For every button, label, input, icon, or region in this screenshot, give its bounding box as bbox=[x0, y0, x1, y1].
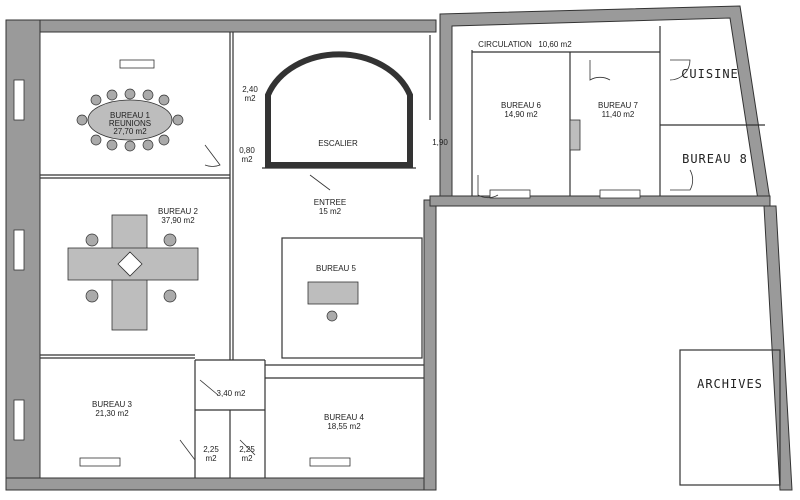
bureau3-name: BUREAU 3 bbox=[92, 400, 133, 409]
desk-bureau7 bbox=[569, 119, 581, 151]
desk-cluster bbox=[67, 214, 199, 331]
bureau6-name: BUREAU 6 bbox=[501, 101, 542, 110]
bureau7-area: 11,40 m2 bbox=[602, 110, 635, 119]
wc2-unit: m2 bbox=[205, 454, 217, 463]
placard-unit: m2 bbox=[241, 155, 253, 164]
archives-name: ARCHIVES bbox=[697, 377, 763, 391]
meeting-table bbox=[76, 88, 184, 152]
bureau8-name: BUREAU 8 bbox=[682, 152, 748, 166]
bureau4-name: BUREAU 4 bbox=[324, 413, 365, 422]
bureau2-name: BUREAU 2 bbox=[158, 207, 199, 216]
wc4-area: 1,90 bbox=[432, 138, 448, 147]
desk-bureau5 bbox=[307, 281, 359, 322]
wc1-area: 2,40 bbox=[242, 85, 258, 94]
bureau1-name: BUREAU 1 bbox=[110, 111, 151, 120]
entree-name: ENTREE bbox=[314, 198, 346, 207]
circulation-area: 10,60 m2 bbox=[538, 40, 572, 49]
bureau1-area: 27,70 m2 bbox=[113, 127, 147, 136]
entree-area: 15 m2 bbox=[319, 207, 342, 216]
bureau5-name: BUREAU 5 bbox=[316, 264, 357, 273]
bureau1-subtitle: REUNIONS bbox=[109, 119, 151, 128]
room-labels: BUREAU 1 REUNIONS 27,70 m2 BUREAU 2 37,9… bbox=[92, 40, 763, 463]
escalier-name: ESCALIER bbox=[318, 139, 358, 148]
bureau2-area: 37,90 m2 bbox=[161, 216, 195, 225]
bureau7-name: BUREAU 7 bbox=[598, 101, 639, 110]
interior-walls bbox=[40, 26, 781, 486]
wc3-unit: m2 bbox=[241, 454, 253, 463]
wc3-area: 2,25 bbox=[239, 445, 255, 454]
bureau6-area: 14,90 m2 bbox=[504, 110, 538, 119]
degagement-area: 3,40 m2 bbox=[217, 389, 246, 398]
staircase bbox=[262, 35, 431, 169]
cuisine-name: CUISINE bbox=[681, 67, 739, 81]
placard-area: 0,80 bbox=[239, 146, 255, 155]
windows bbox=[13, 59, 641, 467]
wc2-area: 2,25 bbox=[203, 445, 219, 454]
bureau3-area: 21,30 m2 bbox=[95, 409, 129, 418]
circulation-name: CIRCULATION bbox=[478, 40, 532, 49]
doors bbox=[179, 59, 694, 461]
bureau4-area: 18,55 m2 bbox=[327, 422, 361, 431]
wc1-unit: m2 bbox=[244, 94, 256, 103]
